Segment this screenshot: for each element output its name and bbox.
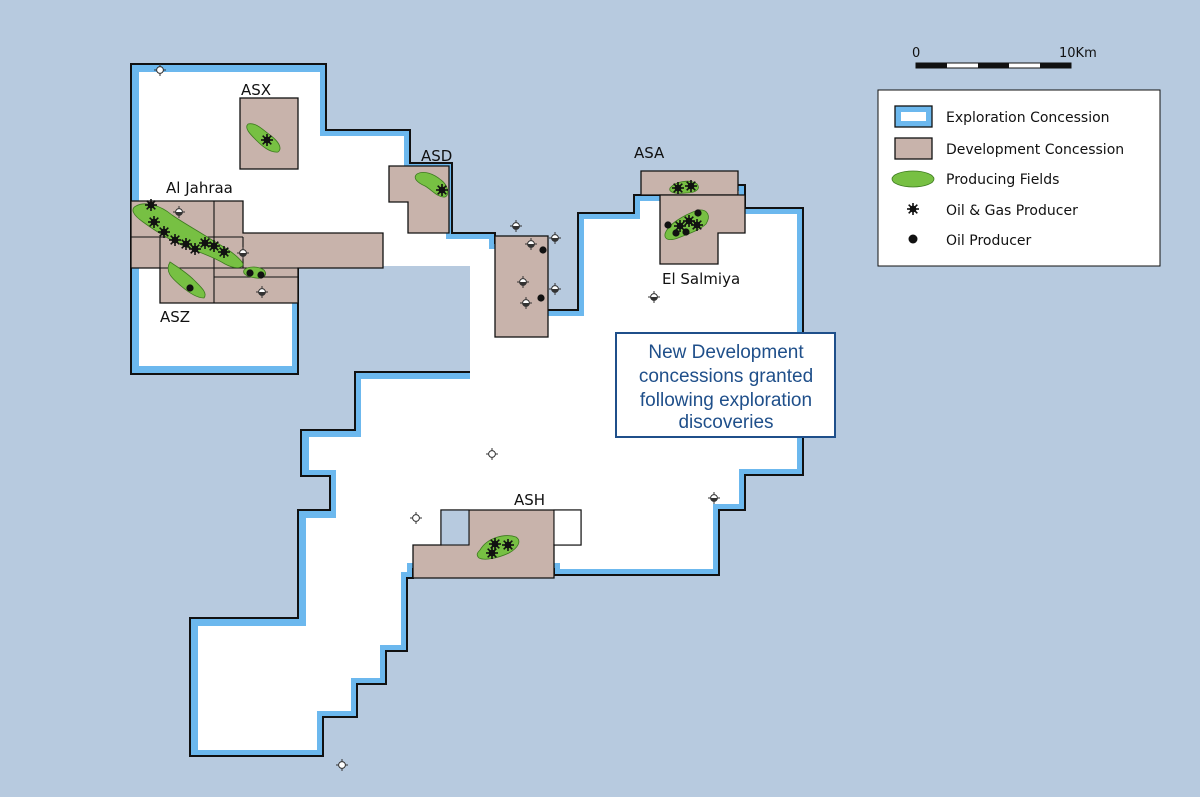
development-concession-el-salmiya (659, 194, 746, 265)
oil-gas-producer-icon (217, 245, 231, 259)
producing-field-asx (246, 123, 281, 153)
oil-gas-producer-icon (198, 236, 212, 250)
oil-producer-icon (246, 269, 254, 277)
oil-gas-producer-icon (690, 218, 704, 232)
oil-gas-producer-icon (188, 242, 202, 256)
oil-gas-producer-icon (671, 181, 685, 195)
legend: Exploration Concession Development Conce… (877, 89, 1161, 267)
oil-gas-producer-icon (485, 546, 499, 560)
oil-producer-icon (672, 229, 680, 237)
show-well-icon (548, 231, 562, 245)
callout-line-3: following exploration (640, 390, 812, 411)
oil-gas-producer-icon (147, 215, 161, 229)
development-concession-swatch (894, 137, 933, 160)
show-well-icon (509, 219, 523, 233)
legend-label: Development Concession (946, 142, 1124, 158)
oil-gas-producer-icon (435, 183, 449, 197)
scale-end-label: 10Km (1059, 46, 1097, 61)
oil-producer-icon (664, 221, 672, 229)
oil-producer-icon (908, 234, 918, 244)
label-ash: ASH (514, 491, 545, 509)
legend-label: Oil & Gas Producer (946, 203, 1078, 219)
oil-producers (186, 209, 702, 302)
oil-gas-producer-icon (179, 237, 193, 251)
oil-gas-producer-icon (168, 233, 182, 247)
development-concession-asx (239, 97, 299, 170)
ash-block-lines (440, 509, 582, 546)
development-concession-central (494, 235, 549, 338)
oil-gas-producer-icon (906, 202, 920, 216)
callout-line-4: discoveries (678, 412, 773, 433)
oil-gas-producer-icon (684, 179, 698, 193)
label-asz: ASZ (160, 308, 190, 326)
oil-producer-icon (694, 209, 702, 217)
callout-line-1: New Development (648, 342, 804, 363)
oil-gas-producer-icon (260, 133, 274, 147)
callout-box: New Development concessions granted foll… (615, 332, 836, 438)
show-well-icon (548, 282, 562, 296)
oil-producer-icon (539, 246, 547, 254)
label-al-jahraa: Al Jahraa (166, 179, 233, 197)
oil-gas-producer-icon (501, 538, 515, 552)
oil-gas-producer-icon (207, 239, 221, 253)
oil-producer-icon (682, 228, 690, 236)
callout-line-2: concessions granted (639, 366, 813, 387)
oil-gas-producer-icon (144, 198, 158, 212)
oil-producer-icon (257, 271, 265, 279)
place-labels: ASX ASD ASA Al Jahraa ASZ El Salmiya ASH (160, 81, 740, 509)
producing-field-swatch (891, 170, 935, 188)
producing-field-al-jahraa (132, 203, 244, 268)
legend-label: Producing Fields (946, 172, 1059, 188)
exploration-concession-swatch (894, 105, 933, 128)
label-asx: ASX (241, 81, 271, 99)
oil-producer-icon (537, 294, 545, 302)
label-el-salmiya: El Salmiya (662, 270, 740, 288)
dry-well-icon (335, 758, 349, 772)
scale-start-label: 0 (912, 46, 920, 61)
oil-gas-producer-icon (157, 225, 171, 239)
label-asd: ASD (421, 147, 452, 165)
scale-bar: 0 10Km (912, 46, 1097, 69)
oil-gas-producer-icon (488, 537, 502, 551)
legend-label: Oil Producer (946, 233, 1032, 249)
legend-label: Exploration Concession (946, 110, 1110, 126)
producing-field-asz (167, 261, 206, 299)
label-asa: ASA (634, 144, 665, 162)
oil-producer-icon (186, 284, 194, 292)
